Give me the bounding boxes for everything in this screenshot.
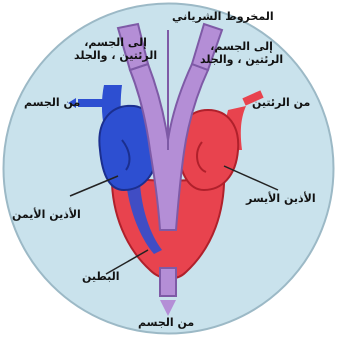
label-from-body-bottom: من الجسم <box>138 316 194 329</box>
label-from-lungs: من الرئتين <box>252 96 310 109</box>
label-ventricle: البطين <box>82 270 120 283</box>
label-right-atrium: الأذين الأيمن <box>12 208 81 221</box>
label-left-atrium: الأذين الأيسر <box>246 192 316 205</box>
postcaval-vein <box>160 268 176 296</box>
label-conus-arteriosus: المخروط الشرياني <box>172 10 274 23</box>
label-to-body-lungs-skin-right: إلى الجسم، الرئتين ، والجلد <box>200 40 283 66</box>
label-to-body-lungs-skin-left: إلى الجسم، الرئتين ، والجلد <box>74 36 157 62</box>
label-from-body-top: من الجسم <box>24 96 80 109</box>
